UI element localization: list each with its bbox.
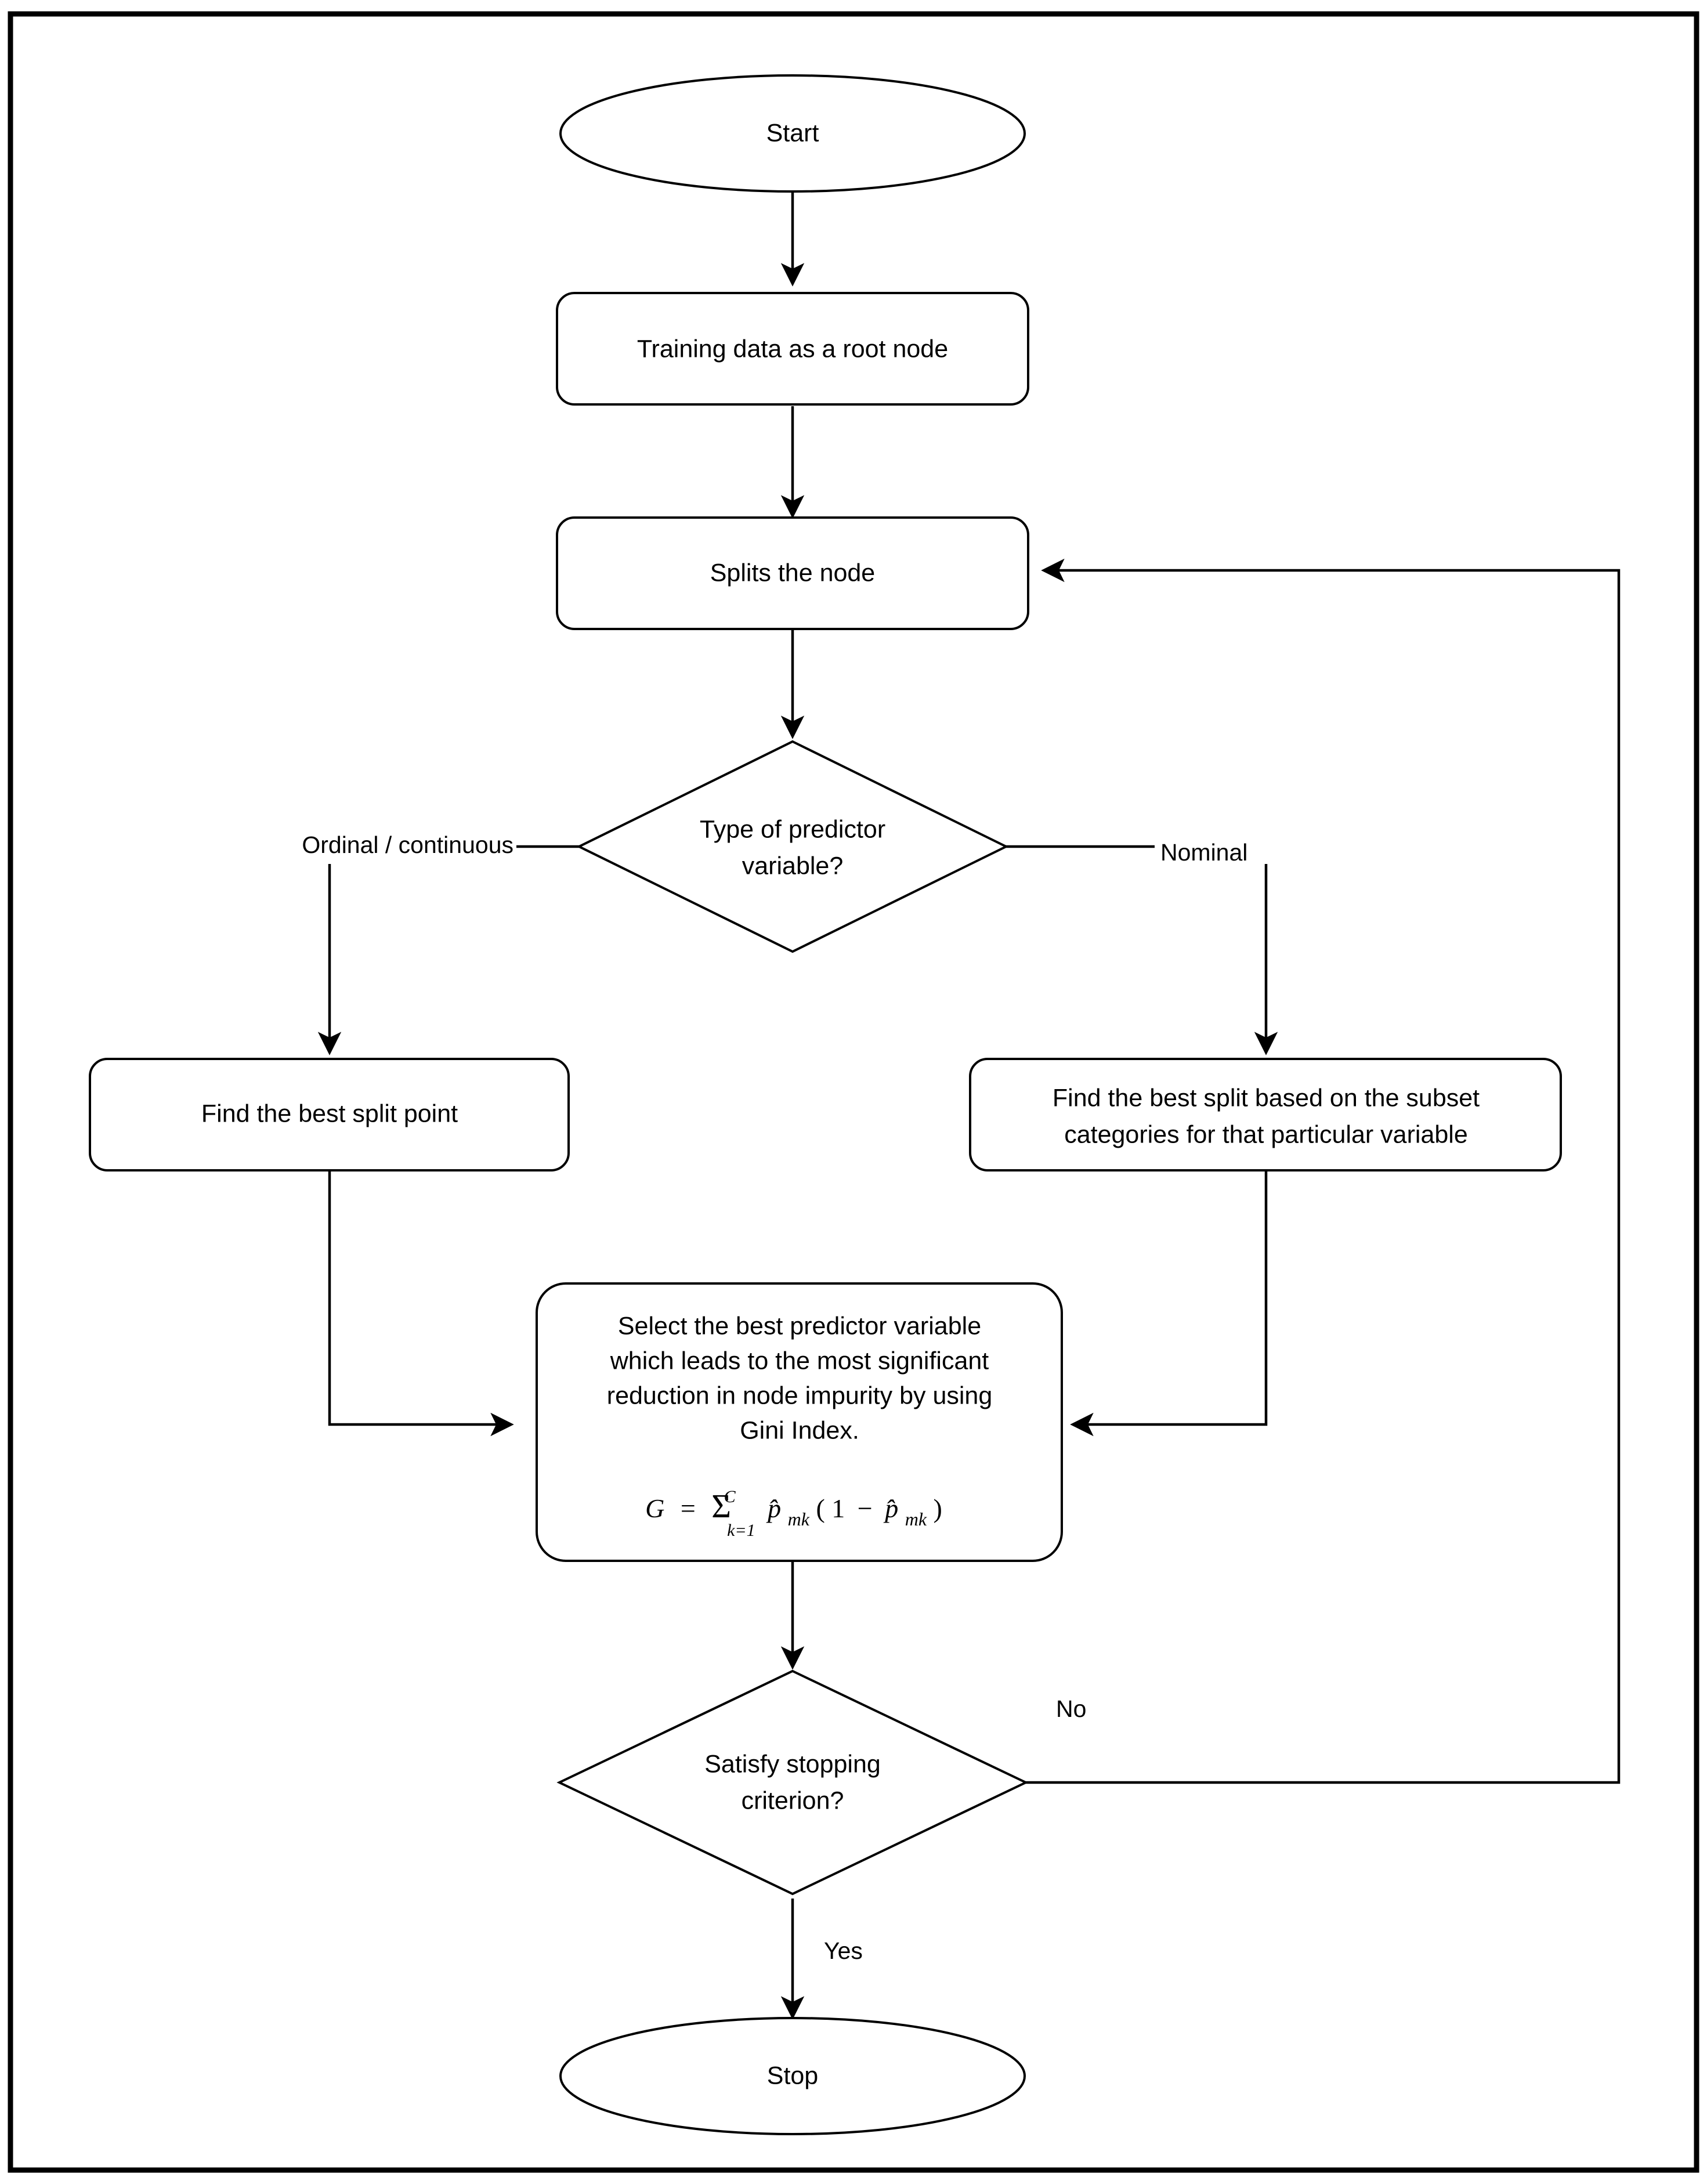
node-find-best-split-subset-line2: categories for that particular variable xyxy=(1064,1120,1468,1148)
node-gini-line2: which leads to the most significant xyxy=(610,1347,989,1375)
node-stopping-line2: criterion? xyxy=(742,1787,844,1814)
node-select-best-predictor-gini[interactable] xyxy=(536,1282,1063,1562)
node-splits-the-node-label: Splits the node xyxy=(710,559,875,587)
formula-sigma: Σ xyxy=(711,1487,731,1525)
formula-term-sub: mk xyxy=(788,1509,810,1529)
edge-label-ordinal-continuous: Ordinal / continuous xyxy=(302,831,513,858)
connector-no-feedback-to-split xyxy=(1026,558,1621,1784)
node-stopping-criterion-decision[interactable] xyxy=(556,1669,1029,1896)
node-training-data-root[interactable] xyxy=(556,292,1029,406)
formula-minus: − xyxy=(858,1494,873,1523)
formula-sigma-upper: C xyxy=(724,1487,736,1506)
node-start[interactable] xyxy=(559,74,1026,193)
node-find-best-split-subset-line1: Find the best split based on the subset xyxy=(1053,1084,1480,1112)
node-training-data-root-label: Training data as a root node xyxy=(637,335,948,363)
node-splits-the-node[interactable] xyxy=(556,516,1029,630)
connector-best-split-subset-to-gini xyxy=(1070,1120,1268,1437)
node-find-best-split-subset[interactable] xyxy=(969,1058,1562,1171)
node-gini-line1: Select the best predictor variable xyxy=(618,1312,981,1340)
edge-label-yes: Yes xyxy=(824,1937,863,1964)
connector-best-split-point-to-gini xyxy=(328,1120,514,1437)
node-predictor-type-line2: variable? xyxy=(742,852,844,880)
node-predictor-type-decision[interactable] xyxy=(576,740,1009,953)
node-gini-line3: reduction in node impurity by using xyxy=(607,1382,992,1409)
node-predictor-type-line1: Type of predictor xyxy=(700,815,885,843)
edge-label-no: No xyxy=(1056,1695,1086,1722)
node-stopping-line1: Satisfy stopping xyxy=(704,1750,881,1778)
formula-one: 1 xyxy=(831,1494,845,1523)
node-start-label: Start xyxy=(766,119,819,147)
formula-term: p̂ xyxy=(766,1494,781,1523)
formula-paren-open: ( xyxy=(816,1494,824,1523)
node-gini-formula: G = Σ C k=1 p̂ mk ( 1 − p̂ mk ) xyxy=(645,1478,942,1542)
formula-lhs: G xyxy=(645,1494,664,1523)
page-border xyxy=(8,11,1699,2173)
edge-label-nominal: Nominal xyxy=(1160,839,1247,866)
node-gini-line4: Gini Index. xyxy=(740,1416,859,1444)
formula-equals: = xyxy=(681,1494,696,1523)
node-find-best-split-point[interactable] xyxy=(89,1058,570,1171)
node-find-best-split-point-label: Find the best split point xyxy=(201,1100,458,1127)
node-stop[interactable] xyxy=(559,2017,1026,2135)
node-stop-label: Stop xyxy=(767,2062,818,2089)
svg-text:G = Σ: G = Σ C k=1 p̂ mk ( 1 − p̂ mk ) xyxy=(645,1478,942,1542)
formula-paren-close: ) xyxy=(934,1494,942,1523)
formula-term2-sub: mk xyxy=(905,1509,927,1529)
formula-term2: p̂ xyxy=(883,1494,898,1523)
formula-sigma-lower: k=1 xyxy=(727,1521,755,1540)
